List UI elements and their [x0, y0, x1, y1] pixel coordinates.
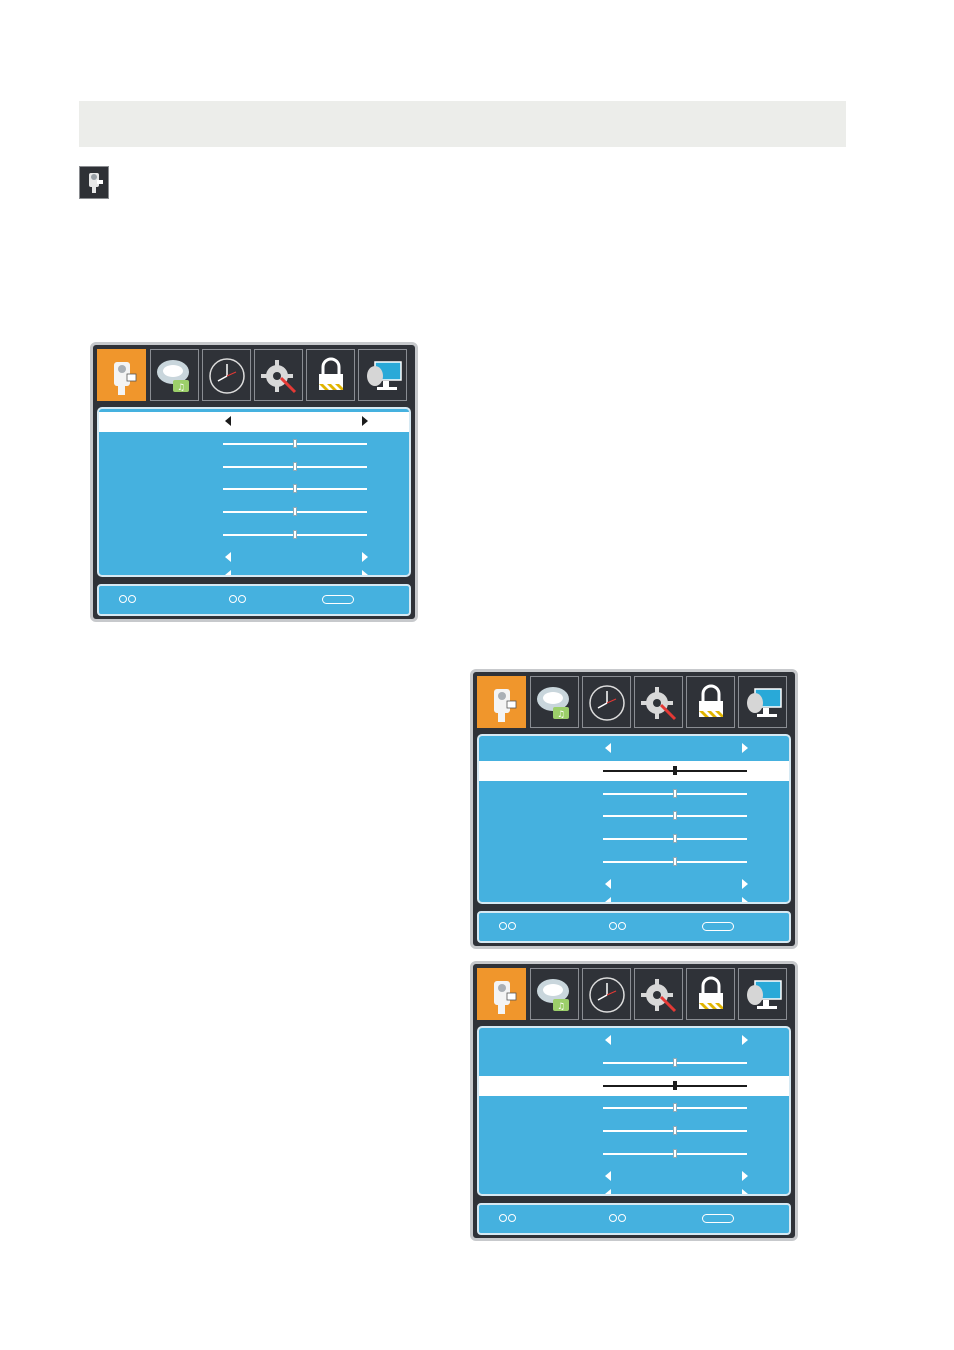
arrow-right-icon[interactable]	[742, 1189, 748, 1194]
menu-list	[477, 1026, 791, 1196]
arrow-right-icon[interactable]	[362, 416, 368, 426]
slider-row[interactable]	[479, 1098, 789, 1118]
left-right-nav-icon	[609, 922, 629, 932]
slider-handle[interactable]	[673, 789, 677, 798]
svg-text:♫: ♫	[557, 710, 565, 720]
left-right-nav-icon	[609, 1214, 629, 1224]
section-header-bar	[79, 101, 846, 147]
slider-row[interactable]	[479, 829, 789, 849]
tab-monitor[interactable]	[358, 349, 407, 401]
arrow-right-icon[interactable]	[742, 1035, 748, 1045]
arrow-right-icon[interactable]	[362, 570, 368, 575]
slider-row[interactable]	[479, 1144, 789, 1164]
slider-handle[interactable]	[293, 507, 297, 516]
slider-handle[interactable]	[293, 530, 297, 539]
selector-row[interactable]	[479, 1185, 789, 1194]
slider-handle[interactable]	[673, 1081, 677, 1090]
slider-row[interactable]	[479, 761, 789, 781]
arrow-right-icon[interactable]	[742, 879, 748, 889]
osd-menu-3: ♫	[470, 961, 798, 1241]
slider-row[interactable]	[479, 1076, 789, 1096]
slider-row[interactable]	[479, 806, 789, 826]
slider-row[interactable]	[479, 852, 789, 872]
slider-handle[interactable]	[673, 834, 677, 843]
slider-row[interactable]	[99, 525, 409, 545]
slider-handle[interactable]	[673, 1103, 677, 1112]
slider-handle[interactable]	[673, 1058, 677, 1067]
tab-settings-gear[interactable]	[634, 676, 683, 728]
tab-picture-camera[interactable]	[477, 968, 526, 1020]
selector-row[interactable]	[99, 548, 409, 568]
arrow-right-icon[interactable]	[742, 897, 748, 902]
arrow-left-icon[interactable]	[225, 570, 231, 575]
arrow-left-icon[interactable]	[605, 1189, 611, 1194]
slider-handle[interactable]	[673, 1149, 677, 1158]
up-down-nav-icon	[499, 1214, 519, 1224]
slider-row[interactable]	[99, 479, 409, 499]
left-right-nav-icon	[229, 595, 249, 605]
selector-row[interactable]	[479, 1167, 789, 1187]
exit-button-icon	[702, 1214, 734, 1223]
tab-lock[interactable]	[686, 968, 735, 1020]
menu-list	[477, 734, 791, 904]
tab-settings-gear[interactable]	[254, 349, 303, 401]
svg-text:♫: ♫	[177, 383, 185, 393]
slider-row[interactable]	[99, 457, 409, 477]
arrow-left-icon[interactable]	[225, 416, 231, 426]
menu-footer	[97, 584, 411, 616]
slider-row[interactable]	[479, 784, 789, 804]
up-down-nav-icon	[499, 922, 519, 932]
tab-clock[interactable]	[582, 968, 631, 1020]
up-down-nav-icon	[119, 595, 139, 605]
selector-row[interactable]	[479, 1031, 789, 1051]
arrow-left-icon[interactable]	[605, 1035, 611, 1045]
slider-row[interactable]	[99, 502, 409, 522]
menu-footer	[477, 1203, 791, 1235]
selector-row[interactable]	[479, 875, 789, 895]
picture-camera-icon	[79, 166, 109, 199]
slider-handle[interactable]	[293, 439, 297, 448]
tab-monitor[interactable]	[738, 968, 787, 1020]
selector-row[interactable]	[479, 893, 789, 902]
tab-sound-speaker[interactable]: ♫	[150, 349, 199, 401]
arrow-right-icon[interactable]	[362, 552, 368, 562]
tab-settings-gear[interactable]	[634, 968, 683, 1020]
slider-handle[interactable]	[673, 1126, 677, 1135]
slider-handle[interactable]	[293, 484, 297, 493]
arrow-left-icon[interactable]	[225, 552, 231, 562]
arrow-right-icon[interactable]	[742, 743, 748, 753]
tab-sound-speaker[interactable]: ♫	[530, 676, 579, 728]
tab-monitor[interactable]	[738, 676, 787, 728]
slider-handle[interactable]	[673, 766, 677, 775]
tab-clock[interactable]	[582, 676, 631, 728]
slider-row[interactable]	[99, 434, 409, 454]
selector-row[interactable]	[99, 412, 409, 432]
menu-footer	[477, 911, 791, 943]
menu-list	[97, 407, 411, 577]
tab-lock[interactable]	[686, 676, 735, 728]
slider-row[interactable]	[479, 1053, 789, 1073]
tab-picture-camera[interactable]	[97, 349, 146, 401]
tab-sound-speaker[interactable]: ♫	[530, 968, 579, 1020]
arrow-right-icon[interactable]	[742, 1171, 748, 1181]
tab-picture-camera[interactable]	[477, 676, 526, 728]
slider-handle[interactable]	[673, 857, 677, 866]
selector-row[interactable]	[99, 566, 409, 575]
selector-row[interactable]	[479, 739, 789, 759]
exit-button-icon	[322, 595, 354, 604]
slider-handle[interactable]	[293, 462, 297, 471]
slider-handle[interactable]	[673, 811, 677, 820]
arrow-left-icon[interactable]	[605, 897, 611, 902]
osd-menu-1: ♫	[90, 342, 418, 622]
arrow-left-icon[interactable]	[605, 1171, 611, 1181]
exit-button-icon	[702, 922, 734, 931]
osd-menu-2: ♫	[470, 669, 798, 949]
slider-row[interactable]	[479, 1121, 789, 1141]
arrow-left-icon[interactable]	[605, 879, 611, 889]
svg-text:♫: ♫	[557, 1002, 565, 1012]
arrow-left-icon[interactable]	[605, 743, 611, 753]
tab-lock[interactable]	[306, 349, 355, 401]
tab-clock[interactable]	[202, 349, 251, 401]
